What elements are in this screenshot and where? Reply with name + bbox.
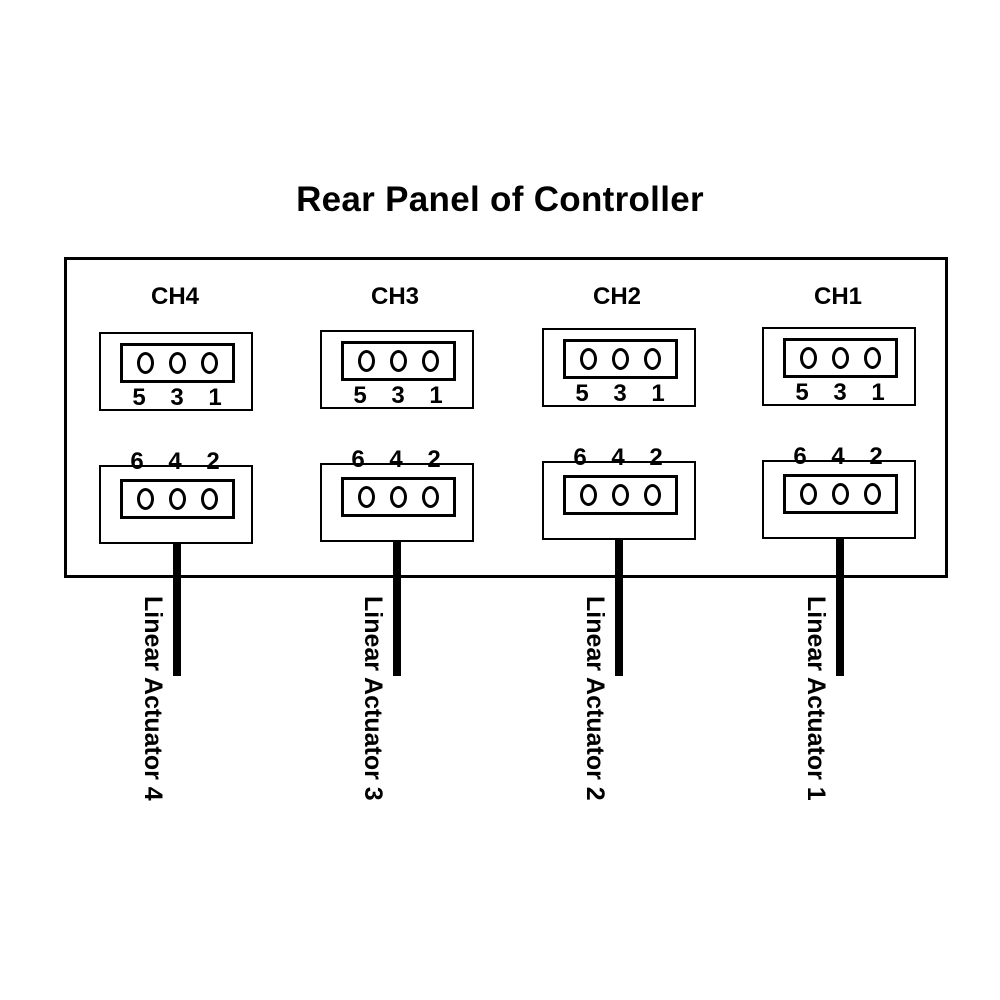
pin-row xyxy=(783,474,898,514)
pin-hole-icon xyxy=(864,347,882,369)
diagram-title: Rear Panel of Controller xyxy=(296,180,704,219)
connector-even-pins xyxy=(320,463,474,542)
pin-hole-icon xyxy=(611,348,629,370)
pin-number: 4 xyxy=(168,448,182,475)
connector-even-pins xyxy=(762,460,916,539)
actuator-label: Linear Actuator 2 xyxy=(581,596,609,801)
pin-hole-icon xyxy=(201,352,219,374)
pin-number: 4 xyxy=(831,443,845,470)
pin-number: 4 xyxy=(389,446,403,473)
pin-row xyxy=(563,339,678,379)
pin-number: 5 xyxy=(575,380,589,407)
pin-hole-icon xyxy=(799,347,817,369)
pin-number: 1 xyxy=(651,380,665,407)
pin-row xyxy=(783,338,898,378)
pin-number: 5 xyxy=(795,379,809,406)
connector-even-pins xyxy=(99,465,253,544)
actuator-label: Linear Actuator 1 xyxy=(802,596,830,801)
pin-number: 1 xyxy=(871,379,885,406)
connector-even-pins xyxy=(542,461,696,540)
channel-label: CH2 xyxy=(592,283,641,310)
actuator-label: Linear Actuator 3 xyxy=(359,596,387,801)
channel-label: CH1 xyxy=(813,283,862,310)
pin-number: 6 xyxy=(793,443,807,470)
pin-number: 5 xyxy=(353,382,367,409)
pin-hole-icon xyxy=(168,352,186,374)
pin-number: 3 xyxy=(833,379,847,406)
pin-number: 3 xyxy=(170,384,184,411)
pin-hole-icon xyxy=(168,488,186,510)
pin-number: 1 xyxy=(208,384,222,411)
pin-hole-icon xyxy=(611,484,629,506)
pin-hole-icon xyxy=(644,348,662,370)
pin-hole-icon xyxy=(201,488,219,510)
actuator-cable xyxy=(393,542,401,676)
controller-rear-panel xyxy=(64,257,948,578)
pin-row xyxy=(341,341,456,381)
pin-hole-icon xyxy=(799,483,817,505)
pin-row xyxy=(120,343,235,383)
pin-hole-icon xyxy=(389,486,407,508)
pin-hole-icon xyxy=(422,350,440,372)
pin-number: 4 xyxy=(611,444,625,471)
pin-hole-icon xyxy=(644,484,662,506)
pin-hole-icon xyxy=(864,483,882,505)
pin-hole-icon xyxy=(579,348,597,370)
pin-number: 6 xyxy=(573,444,587,471)
pin-hole-icon xyxy=(136,488,154,510)
pin-number: 6 xyxy=(130,448,144,475)
pin-row xyxy=(341,477,456,517)
pin-hole-icon xyxy=(389,350,407,372)
pin-number: 2 xyxy=(869,443,883,470)
actuator-cable xyxy=(836,539,844,676)
actuator-cable xyxy=(615,540,623,676)
pin-hole-icon xyxy=(357,486,375,508)
pin-hole-icon xyxy=(831,483,849,505)
pin-number: 3 xyxy=(613,380,627,407)
pin-hole-icon xyxy=(831,347,849,369)
pin-hole-icon xyxy=(422,486,440,508)
pin-hole-icon xyxy=(136,352,154,374)
pin-number: 3 xyxy=(391,382,405,409)
pin-number: 5 xyxy=(132,384,146,411)
pin-row xyxy=(120,479,235,519)
pin-hole-icon xyxy=(357,350,375,372)
pin-number: 2 xyxy=(206,448,220,475)
actuator-label: Linear Actuator 4 xyxy=(139,596,167,801)
pin-number: 2 xyxy=(649,444,663,471)
channel-label: CH4 xyxy=(150,283,199,310)
pin-number: 2 xyxy=(427,446,441,473)
actuator-cable xyxy=(173,544,181,676)
channel-label: CH3 xyxy=(370,283,419,310)
pin-number: 1 xyxy=(429,382,443,409)
pin-number: 6 xyxy=(351,446,365,473)
pin-row xyxy=(563,475,678,515)
pin-hole-icon xyxy=(579,484,597,506)
